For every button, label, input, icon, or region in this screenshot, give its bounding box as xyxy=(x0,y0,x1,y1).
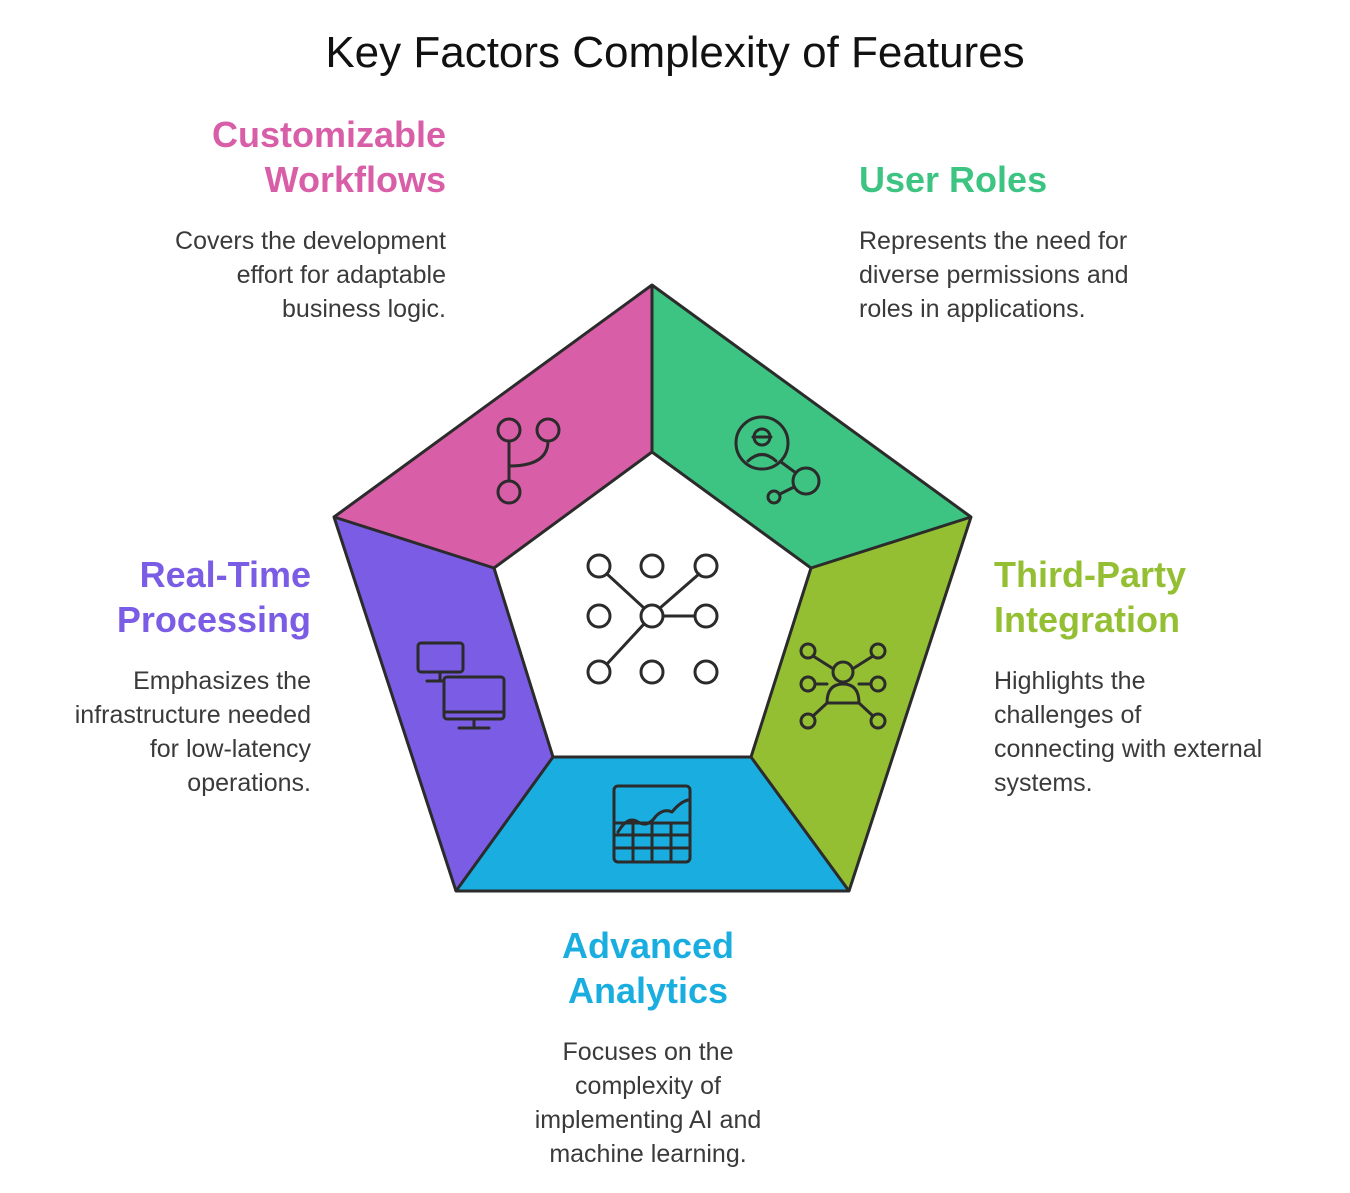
page-title: Key Factors Complexity of Features xyxy=(325,28,1025,77)
workflows-heading: Customizable Workflows xyxy=(211,114,446,200)
real-time-description: Emphasizes the infrastructure needed for… xyxy=(74,667,311,797)
inner-outline xyxy=(492,450,813,759)
monitors-icon xyxy=(416,641,506,730)
third-party-block: Third-Party Integration Highlights the c… xyxy=(994,552,1334,800)
workflows-description: Covers the development effort for adapta… xyxy=(175,227,446,323)
segment-workflows xyxy=(334,285,652,568)
workflows-block: Customizable Workflows Covers the develo… xyxy=(140,112,446,326)
analytics-heading: Advanced Analytics xyxy=(561,925,735,1011)
segment-user-roles xyxy=(652,285,971,568)
third-party-heading: Third-Party Integration xyxy=(994,554,1187,640)
real-time-block: Real-Time Processing Emphasizes the infr… xyxy=(20,552,311,800)
user-roles-block: User Roles Represents the need for diver… xyxy=(859,157,1219,326)
third-party-description: Highlights the challenges of connecting … xyxy=(994,667,1263,797)
outer-outline xyxy=(332,283,973,893)
analytics-description: Focuses on the complexity of implementin… xyxy=(534,1038,762,1168)
real-time-heading: Real-Time Processing xyxy=(116,554,311,640)
chart-table-icon xyxy=(612,784,692,864)
user-network-icon xyxy=(734,415,821,505)
analytics-block: Advanced Analytics Focuses on the comple… xyxy=(498,923,798,1171)
node-network-icon xyxy=(586,553,719,685)
git-branch-icon xyxy=(496,417,561,505)
user-connections-icon xyxy=(799,642,887,730)
user-roles-description: Represents the need for diverse permissi… xyxy=(859,227,1129,323)
user-roles-heading: User Roles xyxy=(859,159,1048,200)
